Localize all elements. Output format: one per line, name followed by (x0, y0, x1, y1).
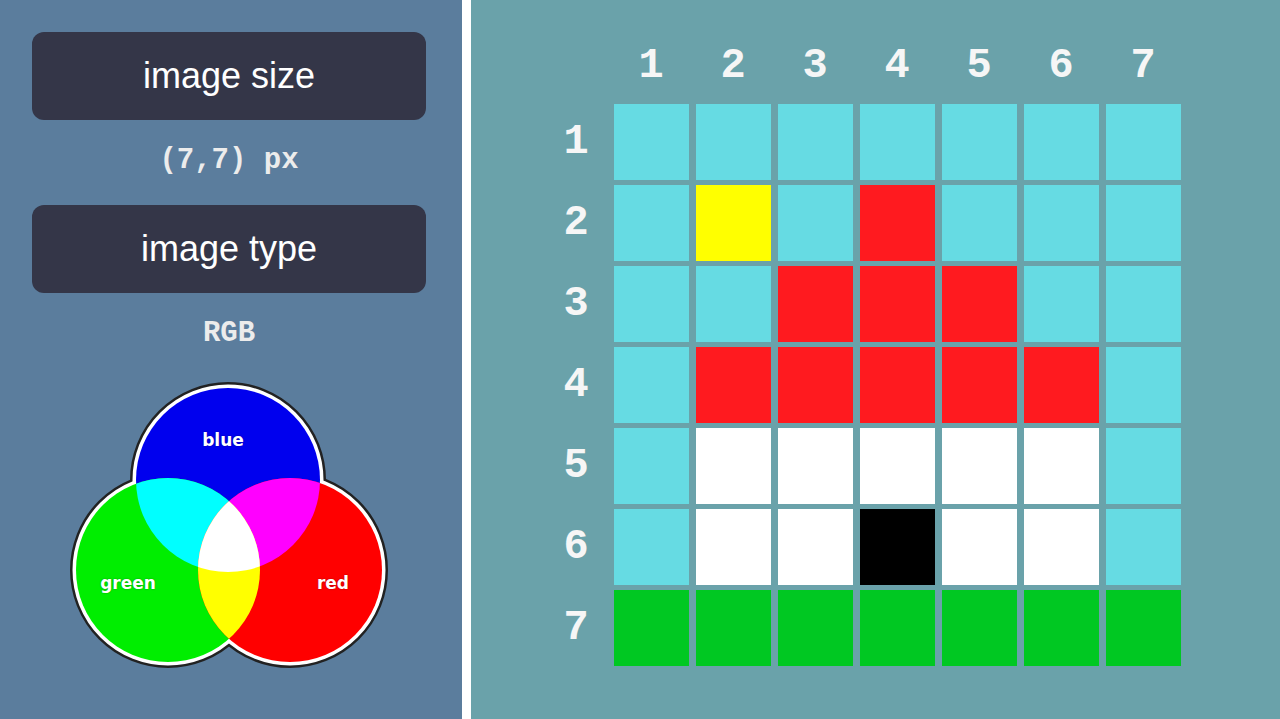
right-panel (471, 0, 1280, 719)
left-panel (0, 0, 462, 719)
column-number: 3 (802, 42, 827, 90)
circle-label: green (100, 573, 156, 593)
pixel-grid (614, 104, 1181, 666)
venn-circle: green (76, 478, 260, 662)
column-number: 1 (638, 42, 663, 90)
row-number: 5 (563, 442, 588, 490)
column-number: 2 (720, 42, 745, 90)
circle-label: blue (202, 430, 244, 450)
venn-diagram (75, 387, 383, 663)
info-value: RGB (203, 317, 255, 350)
row-number: 6 (563, 523, 588, 571)
row-number: 3 (563, 280, 588, 328)
info-value: (7,7) px (159, 144, 298, 177)
info-box: image type (32, 205, 426, 293)
row-number: 1 (563, 118, 588, 166)
venn-circle: blue (136, 388, 320, 572)
divider (462, 0, 471, 719)
column-number: 4 (884, 42, 909, 90)
column-number: 5 (966, 42, 991, 90)
box-label: image type (141, 228, 317, 270)
row-number: 2 (563, 199, 588, 247)
column-number: 7 (1130, 42, 1155, 90)
circle-label: red (317, 573, 349, 593)
row-number: 7 (563, 604, 588, 652)
column-number: 6 (1048, 42, 1073, 90)
venn-circle: red (198, 478, 382, 662)
info-box: image size (32, 32, 426, 120)
row-number: 4 (563, 361, 588, 409)
box-label: image size (143, 55, 315, 97)
